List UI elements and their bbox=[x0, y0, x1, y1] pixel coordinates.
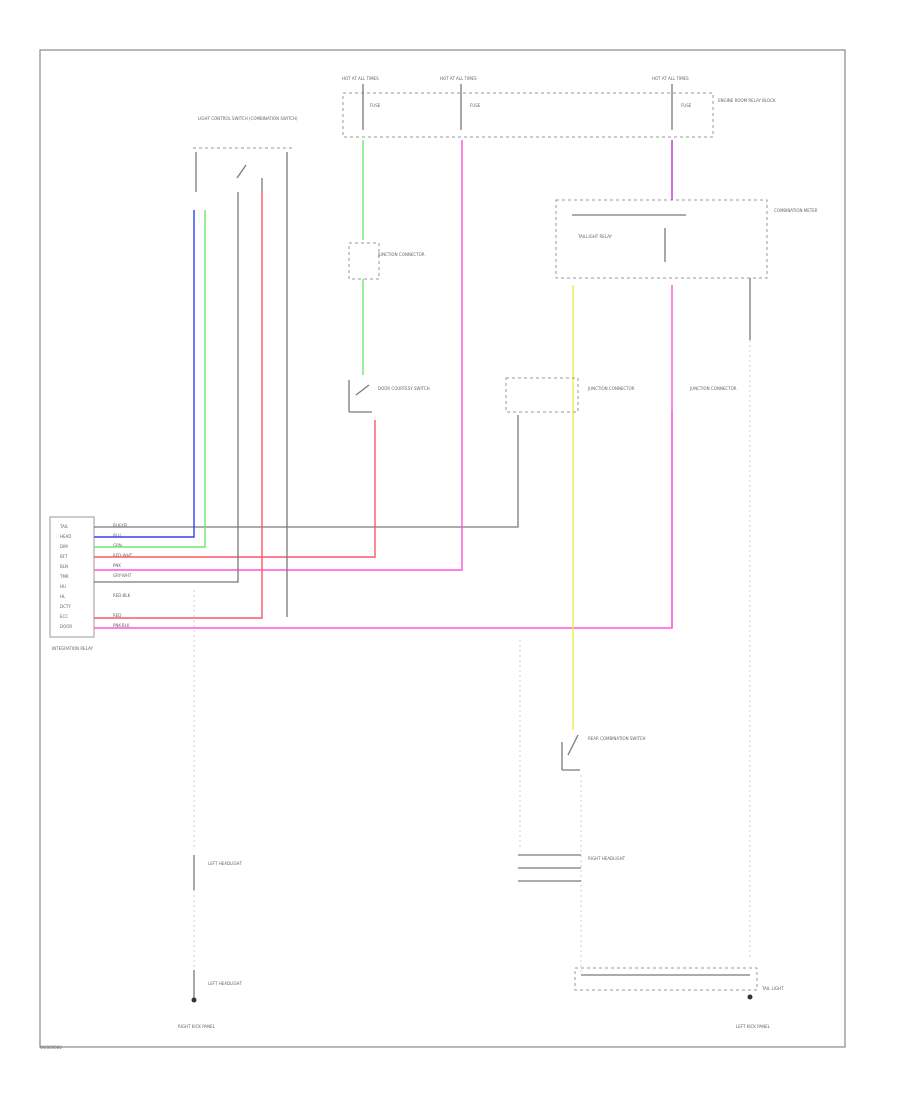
wire-color-7: RED bbox=[113, 613, 121, 618]
pin-label-5: TMR bbox=[59, 574, 69, 579]
hot-label-3: HOT AT ALL TIMES bbox=[652, 76, 689, 81]
wire-green bbox=[94, 210, 206, 548]
wire-red-1 bbox=[94, 420, 376, 558]
wire-gray-1 bbox=[94, 192, 239, 583]
wire-blue bbox=[94, 210, 195, 538]
pin-label-0: TAIL bbox=[59, 524, 69, 529]
pin-label-4: BLN bbox=[60, 564, 68, 569]
right-headlight: RIGHT HEADLIGHT bbox=[518, 854, 626, 882]
door-switch-label: DOOR COURTESY SWITCH bbox=[378, 386, 430, 391]
left-headlight-2: LEFT HEADLIGHT bbox=[191, 970, 243, 1003]
pin-label-7: HL bbox=[60, 594, 66, 599]
relay-label: TAILLIGHT RELAY bbox=[577, 234, 613, 239]
pin-label-9: ECC bbox=[60, 614, 68, 619]
left-headlight-1: LEFT HEADLIGHT bbox=[193, 855, 243, 890]
module-label: INTEGRATION RELAY bbox=[52, 646, 93, 651]
integration-relay-module: INTEGRATION RELAY TAIL HEAD DIM BFT BLN … bbox=[49, 516, 133, 651]
diagram-frame bbox=[39, 49, 846, 1048]
ground-label-2: LEFT KICK PANEL bbox=[736, 1024, 771, 1029]
door-courtesy-switch: DOOR COURTESY SWITCH bbox=[348, 380, 430, 413]
wire-pink-2 bbox=[94, 410, 673, 629]
tail-light-label: TAIL LIGHT bbox=[761, 986, 784, 991]
rear-combination-switch: REAR COMBINATION SWITCH bbox=[561, 734, 646, 771]
taillight-relay: TAILLIGHT RELAY COMBINATION METER bbox=[555, 140, 818, 279]
pin-label-10: DOOR bbox=[60, 624, 72, 629]
wire-color-0: BLK-YEL bbox=[113, 523, 129, 528]
pin-label-8: DCTY bbox=[60, 604, 71, 609]
wire-red-2 bbox=[94, 192, 263, 619]
light-switch-label: LIGHT CONTROL SWITCH (COMBINATION SWITCH… bbox=[198, 116, 298, 121]
hot-label-1: HOT AT ALL TIMES bbox=[342, 76, 379, 81]
pin-label-3: BFT bbox=[60, 554, 68, 559]
junction-2: JUNCTION CONNECTOR bbox=[505, 377, 635, 413]
ground-label-1: RIGHT KICK PANEL bbox=[178, 1024, 216, 1029]
pin-label-6: HU bbox=[60, 584, 66, 589]
footer-code: W0000000 bbox=[40, 1045, 62, 1050]
relay-side-label: COMBINATION METER bbox=[774, 208, 818, 213]
junction-1-label: JUNCTION CONNECTOR bbox=[377, 252, 425, 257]
wire-color-1: BLU bbox=[113, 533, 121, 538]
light-control-switch: LIGHT CONTROL SWITCH (COMBINATION SWITCH… bbox=[193, 116, 298, 192]
tail-light: TAIL LIGHT bbox=[574, 967, 784, 1000]
wire-black-tail bbox=[94, 415, 519, 528]
pin-label-2: DIM bbox=[60, 544, 68, 549]
rear-switch-label: REAR COMBINATION SWITCH bbox=[588, 736, 646, 741]
fuse-label-3: FUSE bbox=[681, 103, 692, 108]
fuse-box: HOT AT ALL TIMES HOT AT ALL TIMES HOT AT… bbox=[342, 76, 776, 138]
pin-label-1: HEAD bbox=[60, 534, 71, 539]
wire-color-2: GRN bbox=[113, 543, 122, 548]
junction-1: JUNCTION CONNECTOR bbox=[348, 140, 425, 375]
left-headlight-1-label: LEFT HEADLIGHT bbox=[208, 861, 243, 866]
wire-color-3: RED-WHT bbox=[113, 553, 133, 558]
junction-2-label: JUNCTION CONNECTOR bbox=[587, 386, 635, 391]
fuse-label-2: FUSE bbox=[470, 103, 481, 108]
hot-label-2: HOT AT ALL TIMES bbox=[440, 76, 477, 81]
right-headlight-label: RIGHT HEADLIGHT bbox=[588, 856, 626, 861]
left-headlight-2-label: LEFT HEADLIGHT bbox=[208, 981, 243, 986]
wire-color-4: PNK bbox=[113, 563, 121, 568]
fuse-label-1: FUSE bbox=[370, 103, 381, 108]
wire-color-6: RED-BLK bbox=[113, 593, 131, 598]
wire-color-8: PNK-BLK bbox=[113, 623, 130, 628]
fuse-box-label: ENGINE ROOM RELAY BLOCK bbox=[718, 98, 776, 103]
wire-color-5: GRY-WHT bbox=[113, 573, 132, 578]
wire-pink-1 bbox=[94, 140, 463, 571]
junction-3-label: JUNCTION CONNECTOR bbox=[689, 386, 737, 391]
junction-3: JUNCTION CONNECTOR bbox=[689, 386, 737, 391]
